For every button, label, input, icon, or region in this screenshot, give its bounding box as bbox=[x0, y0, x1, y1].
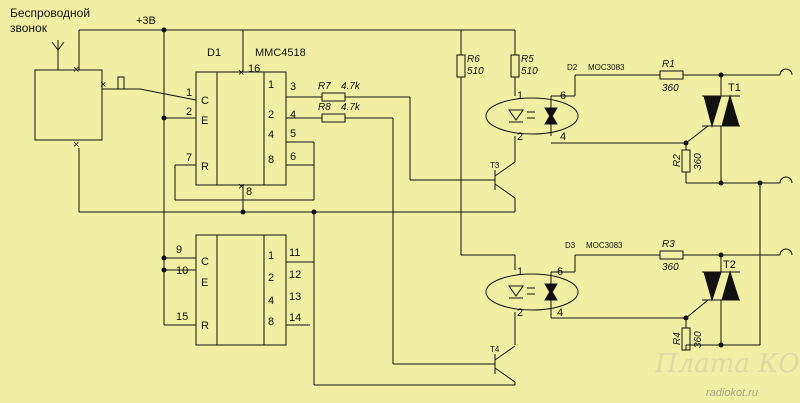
d1-pin-16: 16 bbox=[248, 63, 260, 75]
d1-x-bottom: × bbox=[238, 181, 244, 193]
r1-val: 360 bbox=[662, 83, 679, 94]
opto-d3-part: MOC3083 bbox=[586, 241, 623, 250]
c2-out-8: 8 bbox=[268, 316, 274, 328]
resistor-r7 bbox=[321, 92, 346, 102]
antenna-icon bbox=[51, 40, 65, 70]
d1-out-4: 4 bbox=[268, 129, 274, 141]
r1-ref: R1 bbox=[662, 59, 675, 70]
r2-ref: R2 bbox=[672, 154, 683, 167]
counter-chip-2 bbox=[195, 234, 287, 346]
opto-d3-pin2: 2 bbox=[517, 307, 523, 319]
counter-chip-d1 bbox=[195, 71, 287, 186]
d1-func-e: E bbox=[201, 115, 208, 127]
c2-func-c: C bbox=[201, 256, 209, 268]
c2-pin-14: 14 bbox=[289, 312, 301, 324]
opto-d2-part: MOC3083 bbox=[588, 63, 625, 72]
resistor-r2 bbox=[681, 149, 691, 173]
t1-ref: T1 bbox=[728, 82, 741, 94]
resistor-r5 bbox=[510, 54, 520, 78]
d1-pin-4: 4 bbox=[290, 109, 296, 121]
resistor-r6 bbox=[456, 54, 466, 78]
terminal-1 bbox=[779, 68, 793, 76]
d1-ref: D1 bbox=[207, 47, 221, 59]
receiver-x-right: × bbox=[100, 79, 106, 91]
r8-val: 4.7k bbox=[341, 102, 361, 113]
opto-d3-pin4: 4 bbox=[557, 307, 563, 319]
led-icon bbox=[508, 285, 535, 299]
opto-d2-pin4: 4 bbox=[560, 131, 566, 143]
d1-out-8: 8 bbox=[268, 154, 274, 166]
r5-ref: R5 bbox=[521, 54, 534, 65]
r5-val: 510 bbox=[521, 66, 538, 77]
c2-pin-10: 10 bbox=[176, 265, 188, 277]
led-icon bbox=[508, 109, 535, 123]
c2-func-e: E bbox=[201, 277, 208, 289]
optocoupler-d2 bbox=[485, 97, 579, 135]
watermark-logo: Плата КОТ bbox=[654, 349, 800, 379]
d1-x-top: × bbox=[238, 67, 244, 79]
d1-pin-5: 5 bbox=[290, 128, 296, 140]
c2-out-4: 4 bbox=[268, 295, 274, 307]
c2-out-1: 1 bbox=[268, 250, 274, 262]
c2-pin-13: 13 bbox=[289, 291, 301, 303]
title-line-2: звонок bbox=[10, 21, 48, 35]
receiver-x-bottom: × bbox=[73, 139, 79, 151]
d1-out-1: 1 bbox=[268, 79, 274, 91]
opto-d2-pin1: 1 bbox=[517, 90, 523, 102]
opto-d3-ref: D3 bbox=[565, 241, 576, 250]
c2-out-2: 2 bbox=[268, 272, 274, 284]
r3-ref: R3 bbox=[662, 239, 675, 250]
watermark-site: radiokot.ru bbox=[706, 387, 758, 399]
r2-val: 360 bbox=[693, 153, 704, 170]
terminal-2 bbox=[779, 176, 793, 184]
r4-val: 360 bbox=[693, 331, 704, 348]
d1-out-2: 2 bbox=[268, 109, 274, 121]
d1-part: ММС4518 bbox=[255, 47, 306, 59]
receiver-x-top: × bbox=[73, 64, 79, 76]
r7-val: 4.7k bbox=[341, 81, 361, 92]
r6-ref: R6 bbox=[467, 54, 480, 65]
r7-ref: R7 bbox=[318, 81, 331, 92]
opto-d2-pin2: 2 bbox=[517, 131, 523, 143]
optocoupler-d3 bbox=[485, 273, 579, 311]
opto-triac-icon bbox=[544, 107, 558, 125]
resistor-r3 bbox=[659, 250, 684, 260]
c2-pin-9: 9 bbox=[176, 244, 182, 256]
d1-func-c: C bbox=[201, 95, 209, 107]
pulse-icon bbox=[110, 76, 131, 90]
d1-pin-8-bottom: 8 bbox=[246, 186, 252, 198]
t4-ref: T4 bbox=[490, 345, 500, 354]
terminal-3 bbox=[779, 248, 793, 256]
resistor-r8 bbox=[321, 113, 346, 123]
t2-ref: T2 bbox=[723, 259, 736, 271]
c2-pin-11: 11 bbox=[289, 247, 300, 259]
d1-pin-3: 3 bbox=[290, 81, 296, 93]
r3-val: 360 bbox=[662, 262, 679, 273]
r8-ref: R8 bbox=[318, 102, 331, 113]
d1-pin-1: 1 bbox=[186, 87, 192, 99]
d1-pin-7: 7 bbox=[186, 152, 192, 164]
r4-ref: R4 bbox=[672, 332, 683, 345]
r6-val: 510 bbox=[467, 66, 484, 77]
supply-label: +3В bbox=[136, 15, 156, 27]
d1-pin-2: 2 bbox=[186, 106, 192, 118]
c2-pin-12: 12 bbox=[289, 269, 301, 281]
d1-func-r: R bbox=[201, 161, 209, 173]
c2-func-r: R bbox=[201, 320, 209, 332]
opto-d2-ref: D2 bbox=[567, 63, 578, 72]
opto-triac-icon bbox=[544, 283, 558, 301]
d1-pin-6: 6 bbox=[290, 151, 296, 163]
opto-d3-pin1: 1 bbox=[517, 266, 523, 278]
resistor-r1 bbox=[659, 70, 684, 80]
triac-t2 bbox=[702, 270, 740, 302]
triac-t1 bbox=[702, 94, 740, 128]
t3-ref: T3 bbox=[490, 161, 500, 170]
c2-pin-15: 15 bbox=[176, 311, 188, 323]
wireless-receiver-box bbox=[34, 69, 103, 141]
title-line-1: Беспроводной bbox=[10, 6, 90, 20]
